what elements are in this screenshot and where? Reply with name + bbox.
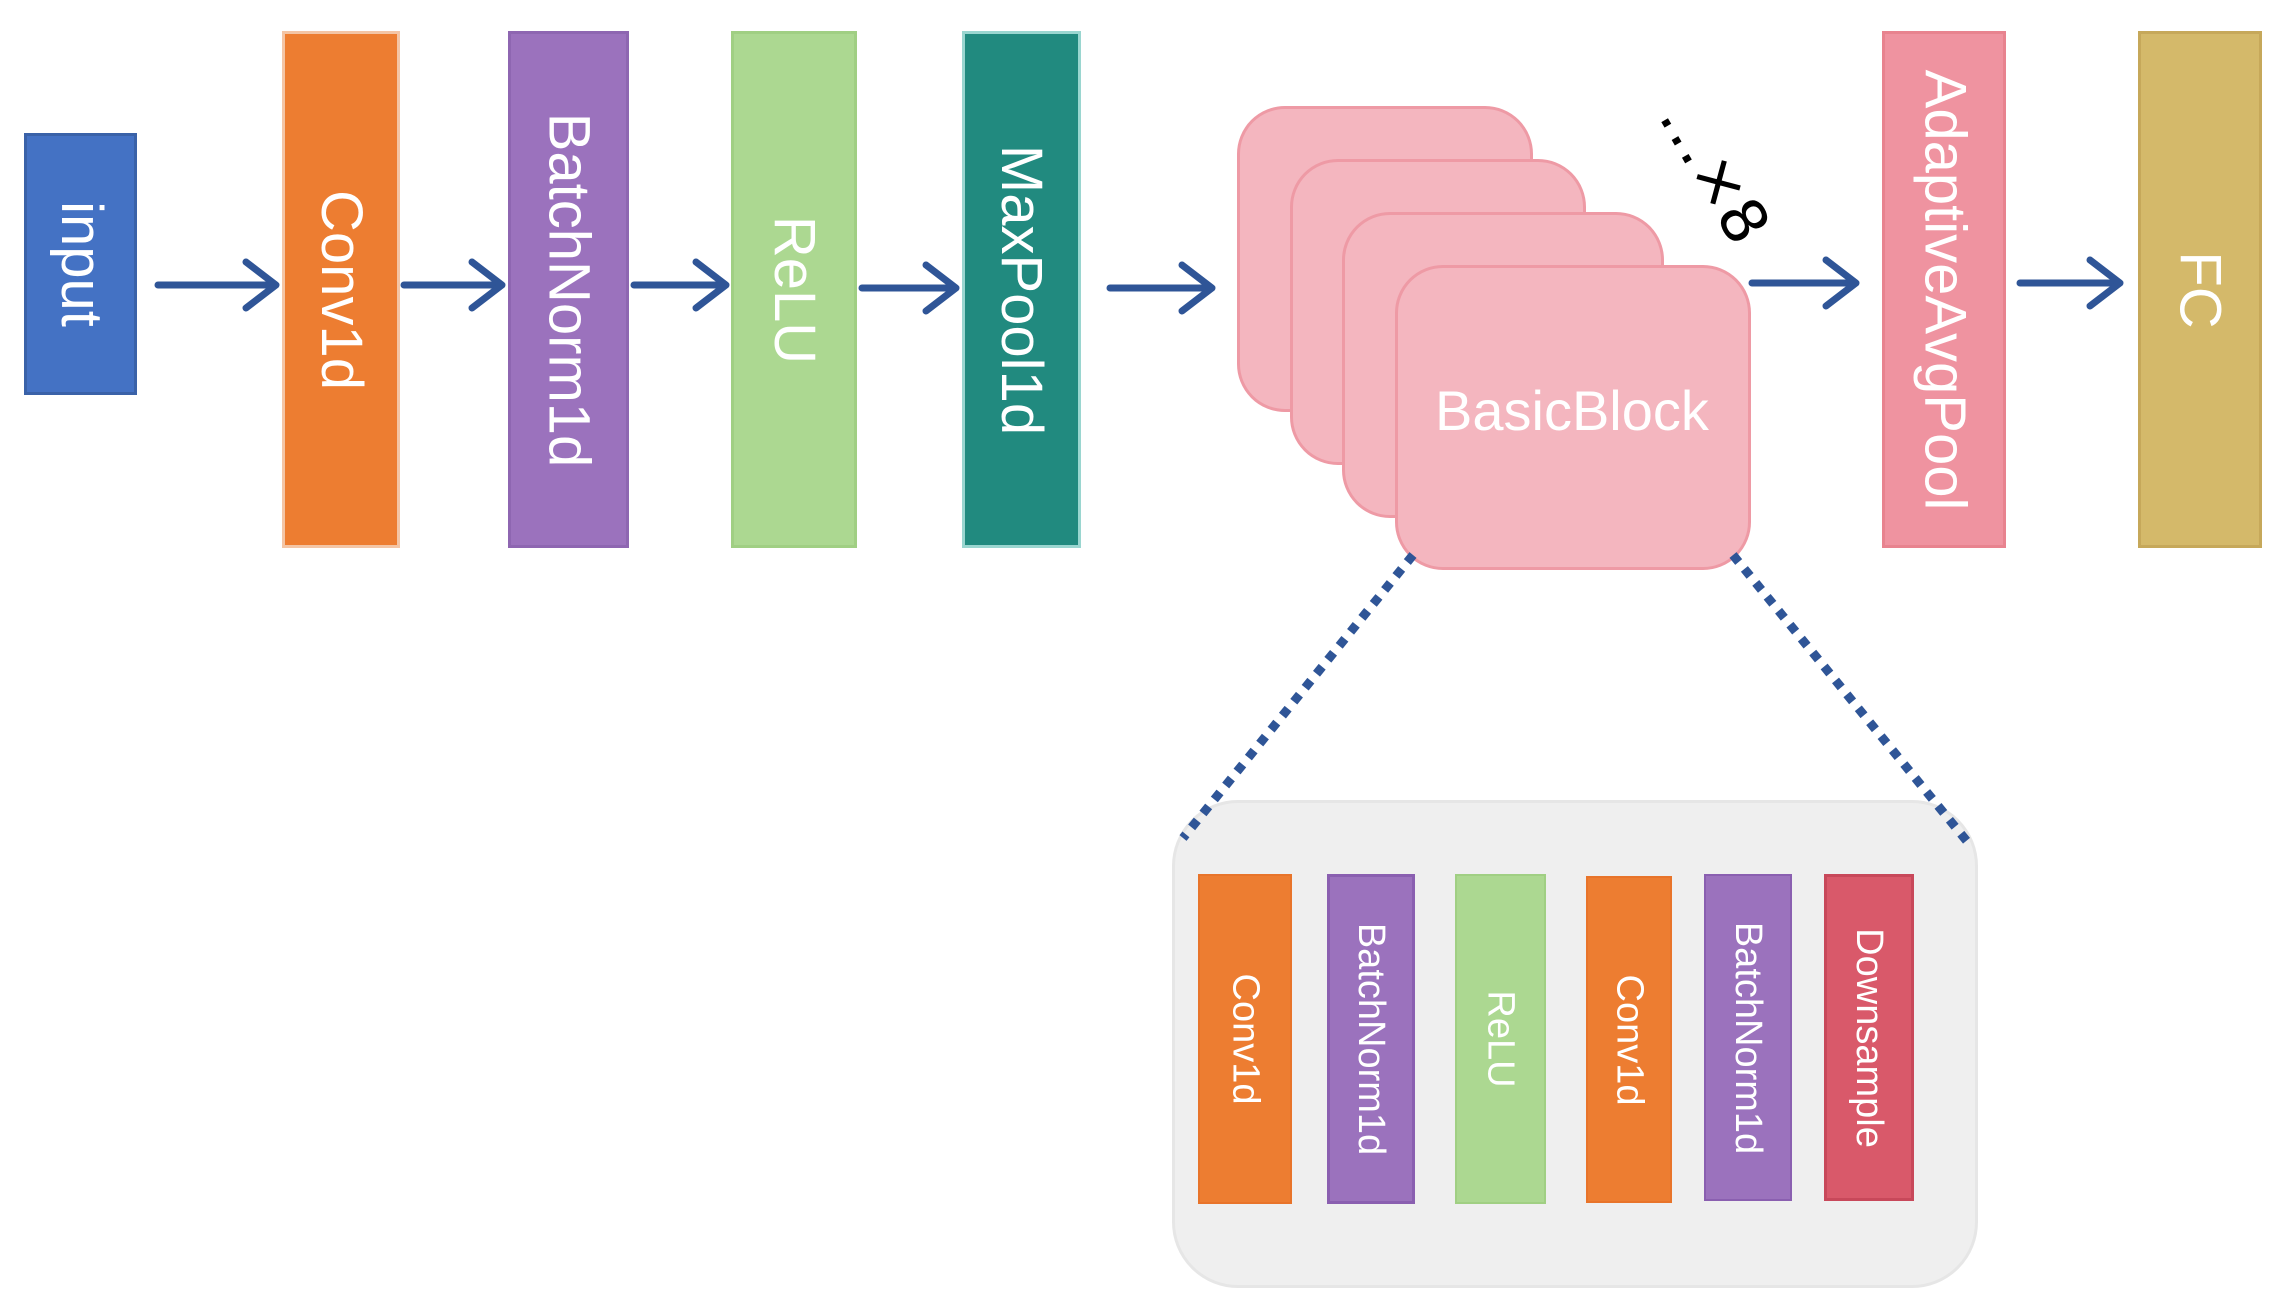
arrow-conv1d-to-batchnorm1d (400, 258, 506, 312)
dotted-connector-left (1179, 552, 1417, 841)
arrow-basicblock-to-adaptiveavgpool (1748, 256, 1860, 310)
arrow-maxpool1d-to-basicblock (1106, 261, 1216, 315)
detail-conv1d-2-layer: Conv1d (1586, 876, 1672, 1203)
arrow-adaptiveavgpool-to-fc (2016, 256, 2124, 310)
input-layer: input (24, 133, 137, 395)
detail-downsample-layer: Downsample (1824, 874, 1914, 1201)
relu-layer: ReLU (731, 31, 857, 548)
adaptiveavgpool-layer: AdaptiveAvgPool (1882, 31, 2006, 548)
detail-batchnorm1d-2-layer: BatchNorm1d (1704, 874, 1792, 1201)
fc-layer: FC (2138, 31, 2262, 548)
conv1d-layer: Conv1d (282, 31, 400, 548)
detail-relu-layer: ReLU (1455, 874, 1546, 1204)
detail-conv1d-layer: Conv1d (1198, 874, 1292, 1204)
dotted-connector-right (1729, 552, 1974, 848)
detail-batchnorm1d-layer: BatchNorm1d (1327, 874, 1415, 1204)
maxpool1d-layer: MaxPool1d (962, 31, 1081, 548)
arrow-relu-to-maxpool1d (858, 261, 960, 315)
basicblock-card-front (1395, 265, 1751, 570)
arrow-input-to-conv1d (154, 258, 280, 312)
basicblock-label: BasicBlock (1435, 379, 1709, 442)
batchnorm1d-layer: BatchNorm1d (508, 31, 629, 548)
arrow-batchnorm1d-to-relu (630, 258, 730, 312)
